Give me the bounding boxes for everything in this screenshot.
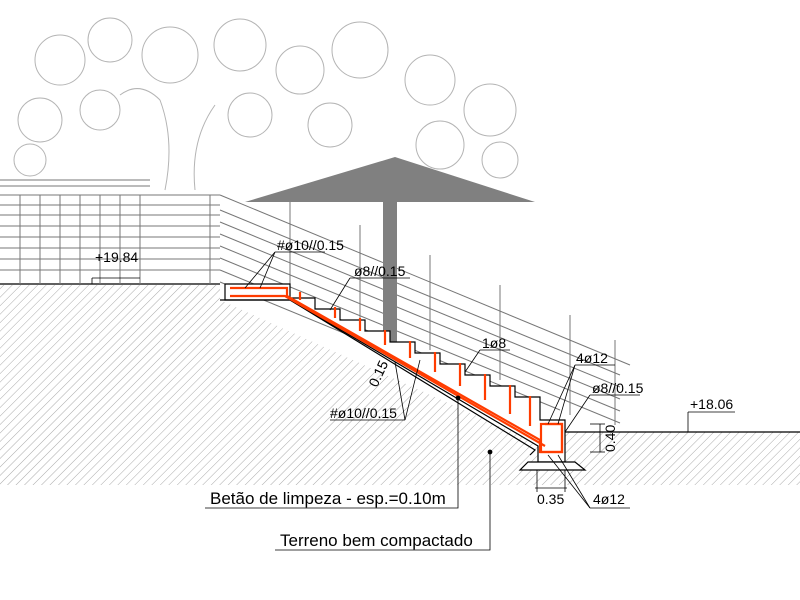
label-stirrups: ø8//0.15 [354,263,406,279]
umbrella [245,157,535,347]
ground-hatch [0,285,800,485]
label-lean-concrete: Betão de limpeza - esp.=0.10m [210,489,446,508]
label-single-bar: 1ø8 [482,335,506,351]
label-top-mesh: #ø10//0.15 [277,237,344,253]
label-beam-height: 0.40 [602,425,618,452]
leader-lines [91,251,735,551]
tree-background [13,17,519,191]
level-upper: +19.84 [95,249,138,265]
label-beam-top-bars: 4ø12 [576,350,608,366]
label-beam-width: 0.35 [537,491,564,507]
label-ground: Terreno bem compactado [280,531,473,550]
level-lower: +18.06 [690,396,733,412]
label-beam-stirrups: ø8//0.15 [592,380,644,396]
label-beam-bottom-bars: 4ø12 [593,491,625,507]
label-bottom-mesh: #ø10//0.15 [330,405,397,421]
